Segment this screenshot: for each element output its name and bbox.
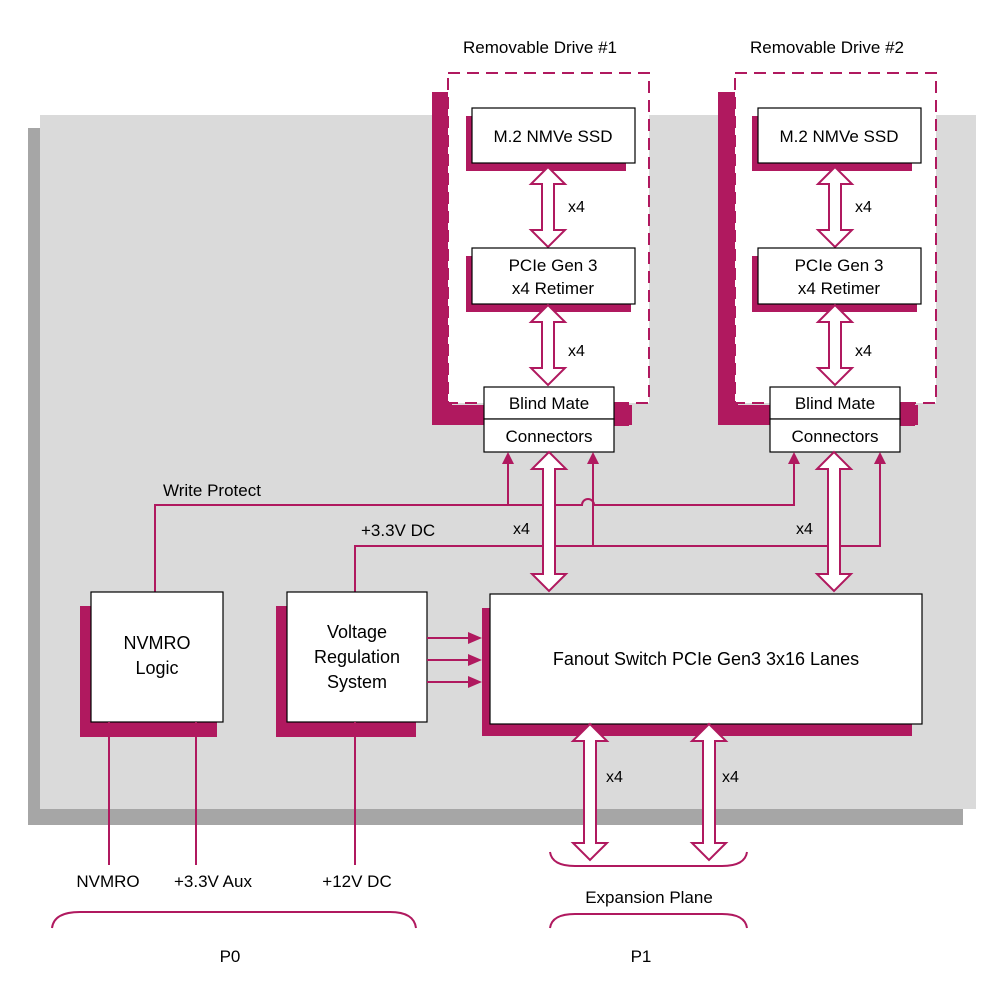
v33-dc-arrow-2 [874, 452, 886, 464]
blind-mate-2-box [769, 386, 901, 420]
retimer-2-box [757, 247, 922, 305]
retimer-connector-2-link-label: x4 [855, 343, 872, 360]
power-feed-arrow-2 [468, 654, 482, 666]
v33-dc-label: +3.3V DC [361, 521, 435, 540]
retimer-connector-1-link-label: x4 [568, 343, 585, 360]
retimer-connector-2-arrow [815, 303, 855, 387]
retimer-1-box [471, 247, 636, 305]
blind-mate-1-label: Blind Mate [509, 394, 589, 413]
write-protect-wire [154, 462, 509, 592]
p1-brace [549, 913, 748, 929]
blind-mate-1-box [483, 386, 615, 420]
vrs-box [286, 591, 428, 723]
write-protect-label: Write Protect [163, 481, 261, 500]
v33-dc-wire [354, 462, 881, 592]
fanout-switch-box [489, 593, 923, 725]
retimer-1-label-line1: PCIe Gen 3 [509, 256, 598, 275]
removable-drive-1: Removable Drive #1 M.2 NMVe SSD x4 PCIe … [432, 38, 650, 453]
switch-expansion-1-link-label: x4 [606, 769, 623, 786]
retimer-connector-1-arrow [528, 303, 568, 387]
retimer-2-label-line2: x4 Retimer [798, 279, 881, 298]
p0-label: P0 [220, 947, 241, 966]
drive-2-bracket-left [718, 92, 738, 425]
power-feed-arrows [427, 632, 482, 688]
switch-expansion-2-arrow [689, 722, 729, 862]
ssd-retimer-2-link-label: x4 [855, 199, 872, 216]
fanout-switch-label: Fanout Switch PCIe Gen3 3x16 Lanes [553, 649, 859, 669]
power-feed-arrow-1 [468, 632, 482, 644]
connector-switch-1-link-label: x4 [513, 521, 530, 538]
connectors-1-box [483, 418, 615, 453]
vrs-label-line1: Voltage [327, 622, 387, 642]
p0-brace [51, 911, 417, 929]
connector-switch-1-arrow [529, 450, 569, 593]
ssd-retimer-1-link-label: x4 [568, 199, 585, 216]
power-feed-arrow-3 [468, 676, 482, 688]
ssd-retimer-2-arrow [815, 165, 855, 249]
vrs-label-line2: Regulation [314, 647, 400, 667]
connectors-2-label: Connectors [792, 427, 879, 446]
connector-switch-2-arrow [814, 450, 854, 593]
voltage-regulation-system: Voltage Regulation System [276, 591, 428, 737]
write-protect-arrow-1 [502, 452, 514, 464]
ssd-1-box [471, 107, 636, 164]
drive-2-title: Removable Drive #2 [750, 38, 904, 57]
switch-expansion-2-link-label: x4 [722, 769, 739, 786]
connector-switch-2-link-label: x4 [796, 521, 813, 538]
nvmro-logic: NVMRO Logic [80, 591, 224, 737]
switch-expansion-1-arrow [570, 722, 610, 862]
expansion-plane-label: Expansion Plane [585, 888, 713, 907]
expansion-plane-top-brace [549, 851, 748, 867]
retimer-1-label-line2: x4 Retimer [512, 279, 595, 298]
ssd-1-label: M.2 NMVe SSD [493, 127, 612, 146]
nvmro-logic-box [90, 591, 224, 723]
connectors-1-label: Connectors [506, 427, 593, 446]
write-protect-arrow-2 [788, 452, 800, 464]
ssd-2-label: M.2 NMVe SSD [779, 127, 898, 146]
vrs-label-line3: System [327, 672, 387, 692]
p0-nvmro-label: NVMRO [76, 872, 139, 891]
p1-label: P1 [631, 947, 652, 966]
retimer-2-label-line1: PCIe Gen 3 [795, 256, 884, 275]
p0-v12-dc-label: +12V DC [322, 872, 391, 891]
blind-mate-2-label: Blind Mate [795, 394, 875, 413]
removable-drive-2: Removable Drive #2 M.2 NMVe SSD x4 PCIe … [718, 38, 937, 453]
drive-1-title: Removable Drive #1 [463, 38, 617, 57]
v33-dc-arrow-1 [587, 452, 599, 464]
p0-v33-aux-label: +3.3V Aux [174, 872, 252, 891]
nvmro-logic-label-line1: NVMRO [124, 633, 191, 653]
ssd-retimer-1-arrow [528, 165, 568, 249]
v33-dc-net: +3.3V DC [354, 452, 886, 592]
ssd-2-box [757, 107, 922, 164]
nvmro-logic-label-line2: Logic [135, 658, 178, 678]
connector-p1: Expansion Plane P1 [549, 851, 748, 966]
connector-p0: NVMRO +3.3V Aux +12V DC P0 [51, 722, 417, 966]
fanout-switch: Fanout Switch PCIe Gen3 3x16 Lanes [482, 593, 923, 736]
